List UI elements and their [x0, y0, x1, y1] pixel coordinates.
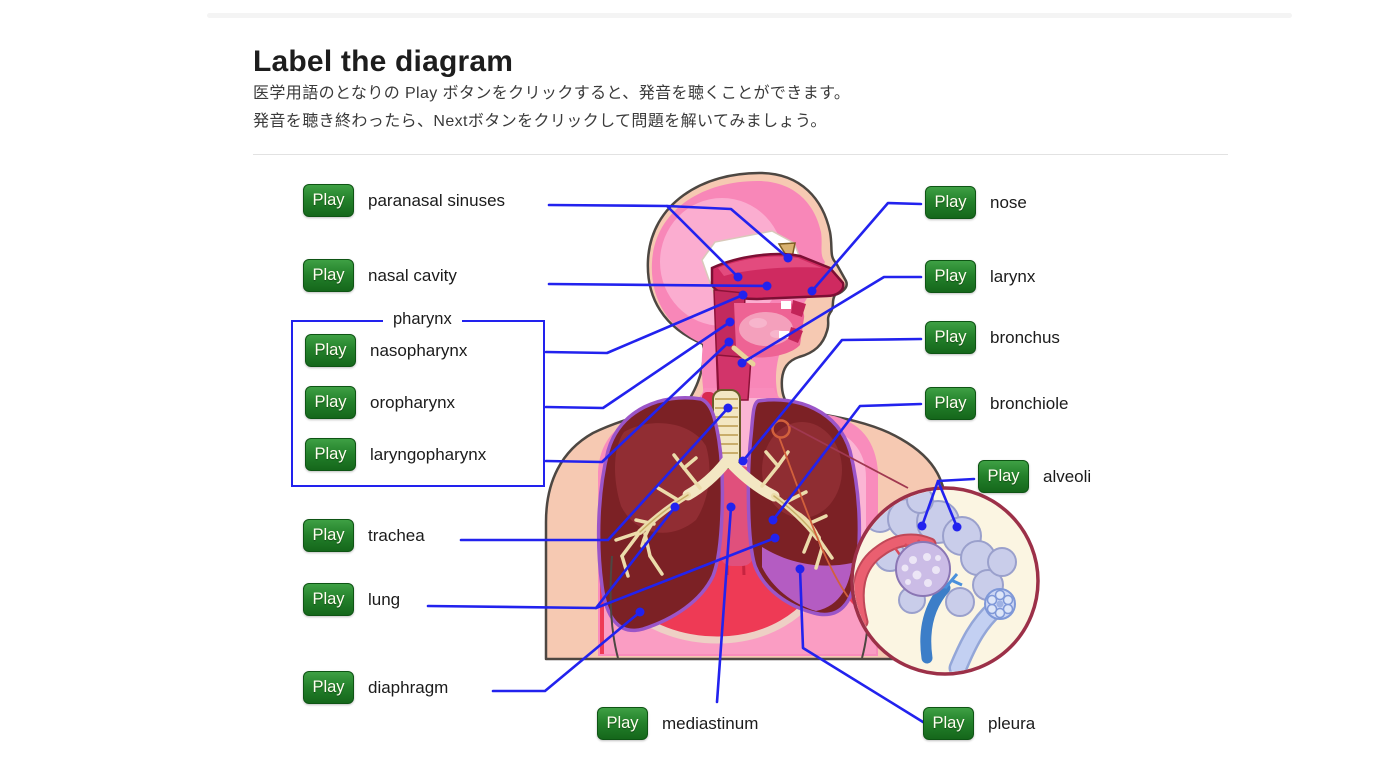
term-oropharynx: oropharynx [370, 392, 456, 412]
label-row-nasopharynx: Play nasopharynx [305, 334, 467, 367]
leader-line-mediastinum [715, 505, 733, 704]
label-row-trachea: Play trachea [303, 519, 425, 552]
top-divider [207, 13, 1292, 18]
target-dot-larynx [737, 358, 747, 368]
play-button-laryngopharynx[interactable]: Play [305, 438, 356, 471]
play-button-oropharynx[interactable]: Play [305, 386, 356, 419]
label-row-bronchus: Play bronchus [925, 321, 1060, 354]
leader-line-larynx [740, 275, 923, 365]
target-dot-oropharynx [725, 317, 735, 327]
mouth-shape [734, 300, 806, 358]
pharynx-group-label: pharynx [383, 310, 462, 329]
term-alveoli: alveoli [1043, 466, 1092, 486]
term-trachea: trachea [368, 525, 425, 545]
target-dot-bronchus [738, 456, 748, 466]
play-button-larynx[interactable]: Play [925, 260, 976, 293]
leader-target-dots [635, 253, 962, 617]
label-row-bronchiole: Play bronchiole [925, 387, 1068, 420]
label-row-nasal-cavity: Play nasal cavity [303, 259, 457, 292]
target-dot-laryngopharynx [724, 337, 734, 347]
target-dot-paranasal-sinus-right [783, 253, 793, 263]
target-dot-diaphragm [635, 607, 645, 617]
target-dot-lung-right [770, 533, 780, 543]
leader-line-laryngopharynx [544, 340, 731, 464]
label-row-oropharynx: Play oropharynx [305, 386, 455, 419]
play-button-alveoli[interactable]: Play [978, 460, 1029, 493]
term-pleura: pleura [988, 713, 1036, 733]
play-button-bronchiole[interactable]: Play [925, 387, 976, 420]
term-lung: lung [368, 589, 401, 609]
play-button-mediastinum[interactable]: Play [597, 707, 648, 740]
target-dot-lung-left [670, 502, 680, 512]
play-button-nose[interactable]: Play [925, 186, 976, 219]
label-row-mediastinum: Play mediastinum [597, 707, 758, 740]
page-title: Label the diagram [253, 45, 514, 79]
term-nose: nose [990, 192, 1027, 212]
leader-line-bronchus [741, 337, 923, 463]
term-mediastinum: mediastinum [662, 713, 759, 733]
play-button-nasal-cavity[interactable]: Play [303, 259, 354, 292]
target-dot-nasopharynx [738, 290, 748, 300]
label-row-laryngopharynx: Play laryngopharynx [305, 438, 486, 471]
term-bronchiole: bronchiole [990, 393, 1069, 413]
label-row-pleura: Play pleura [923, 707, 1035, 740]
target-dot-paranasal-sinus-left [733, 272, 743, 282]
leader-line-nose [810, 201, 923, 293]
target-dot-alveoli-2 [952, 522, 962, 532]
target-dot-nasal-cavity [762, 281, 772, 291]
play-button-bronchus[interactable]: Play [925, 321, 976, 354]
label-row-nose: Play nose [925, 186, 1027, 219]
term-diaphragm: diaphragm [368, 677, 449, 697]
leader-line-diaphragm [491, 610, 642, 693]
play-button-pleura[interactable]: Play [923, 707, 974, 740]
target-dot-trachea [723, 403, 733, 413]
play-button-paranasal-sinuses[interactable]: Play [303, 184, 354, 217]
target-dot-pleura [795, 564, 805, 574]
instruction-line-2: 発音を聴き終わったら、Nextボタンをクリックして問題を解いてみましょう。 [253, 113, 827, 130]
term-paranasal-sinuses: paranasal sinuses [368, 190, 506, 210]
leader-line-trachea [459, 406, 730, 542]
leader-line-pleura [798, 567, 925, 724]
term-larynx: larynx [990, 266, 1036, 286]
label-row-larynx: Play larynx [925, 260, 1035, 293]
target-dot-mediastinum [726, 502, 736, 512]
leader-line-oropharynx [544, 320, 732, 410]
play-button-trachea[interactable]: Play [303, 519, 354, 552]
target-dot-bronchiole [768, 515, 778, 525]
term-nasal-cavity: nasal cavity [368, 265, 457, 285]
play-button-lung[interactable]: Play [303, 583, 354, 616]
instructions: 医学用語のとなりの Play ボタンをクリックすると、発音を聴くことができます。… [253, 80, 850, 136]
pleura-patch [762, 547, 852, 611]
magnifier-callout [771, 419, 909, 598]
pharynx-group-box: pharynx [291, 310, 545, 487]
label-row-lung: Play lung [303, 583, 400, 616]
play-button-nasopharynx[interactable]: Play [305, 334, 356, 367]
term-bronchus: bronchus [990, 327, 1060, 347]
term-laryngopharynx: laryngopharynx [370, 444, 487, 464]
label-row-paranasal-sinuses: Play paranasal sinuses [303, 184, 505, 217]
alveoli-inset [850, 486, 1040, 676]
target-dot-alveoli-1 [917, 521, 927, 531]
leader-lines [426, 201, 976, 724]
play-button-diaphragm[interactable]: Play [303, 671, 354, 704]
leader-line-lung-right [594, 536, 777, 610]
leader-line-alveoli-2 [936, 479, 959, 529]
label-row-alveoli: Play alveoli [978, 460, 1091, 493]
leader-line-paranasal-sinuses-2 [665, 204, 790, 260]
leader-line-nasal-cavity [547, 282, 769, 288]
label-row-diaphragm: Play diaphragm [303, 671, 448, 704]
term-nasopharynx: nasopharynx [370, 340, 468, 360]
instruction-line-1: 医学用語のとなりの Play ボタンをクリックすると、発音を聴くことができます。 [253, 85, 851, 102]
header-divider [253, 154, 1228, 155]
leader-line-nasopharynx [544, 293, 745, 355]
leader-line-bronchiole [771, 402, 923, 522]
target-dot-nose [807, 286, 817, 296]
